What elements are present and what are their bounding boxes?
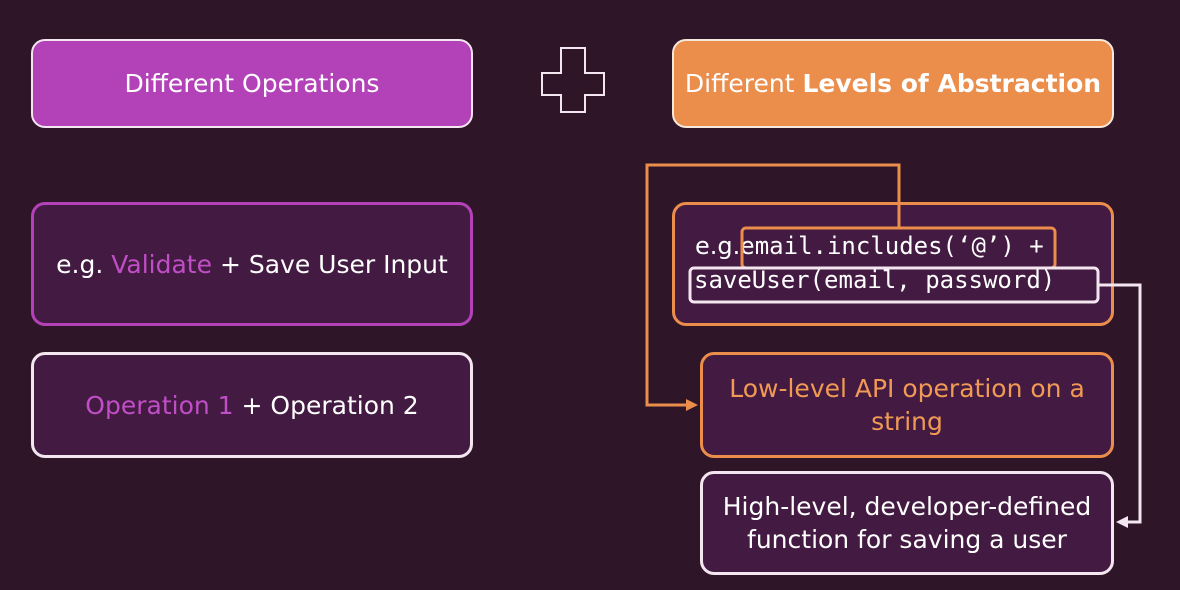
plus-icon bbox=[541, 47, 605, 113]
high-level-arrowhead bbox=[1116, 516, 1128, 528]
code-example-box bbox=[672, 202, 1114, 326]
email-includes-highlight bbox=[740, 226, 1057, 270]
eg-prefix: e.g. bbox=[56, 249, 112, 279]
validate-save-example-box: e.g. Validate + Save User Input bbox=[31, 202, 473, 326]
email-includes-code: email.includes(‘@’) + bbox=[740, 232, 1044, 260]
low-level-arrowhead bbox=[686, 399, 698, 411]
different-levels-prefix: Different bbox=[684, 69, 803, 98]
different-levels-box: Different Levels of Abstraction bbox=[672, 39, 1114, 128]
low-level-connector bbox=[645, 163, 901, 407]
save-user-input-text: + Save User Input bbox=[212, 249, 448, 279]
save-user-highlight bbox=[688, 266, 1100, 304]
operations-example-text: Operation 1 + Operation 2 bbox=[85, 391, 418, 420]
high-level-annotation-text: High-level, developer-defined function f… bbox=[722, 492, 1092, 554]
high-level-annotation-box: High-level, developer-defined function f… bbox=[700, 471, 1114, 575]
save-user-code: saveUser(email, password) bbox=[694, 266, 1056, 294]
different-operations-label: Different Operations bbox=[124, 69, 380, 98]
validate-highlight: Validate bbox=[111, 249, 212, 279]
validate-save-example-text: e.g. Validate + Save User Input bbox=[56, 250, 448, 279]
low-level-annotation-box: Low-level API operation on a string bbox=[700, 352, 1114, 458]
code-line-1: e.g.email.includes(‘@’) + bbox=[695, 232, 1044, 260]
code-line-2: saveUser(email, password) bbox=[694, 266, 1055, 294]
low-level-annotation-text: Low-level API operation on a string bbox=[729, 374, 1085, 436]
levels-of-abstraction-label: Levels of Abstraction bbox=[802, 69, 1102, 98]
operations-example-box: Operation 1 + Operation 2 bbox=[31, 352, 473, 458]
different-levels-label: Different Levels of Abstraction bbox=[685, 69, 1101, 98]
operation-2-text: + Operation 2 bbox=[233, 390, 419, 420]
code-eg-prefix: e.g. bbox=[695, 232, 741, 260]
high-level-connector bbox=[1098, 283, 1142, 524]
different-operations-box: Different Operations bbox=[31, 39, 473, 128]
operation-1-highlight: Operation 1 bbox=[85, 390, 234, 420]
